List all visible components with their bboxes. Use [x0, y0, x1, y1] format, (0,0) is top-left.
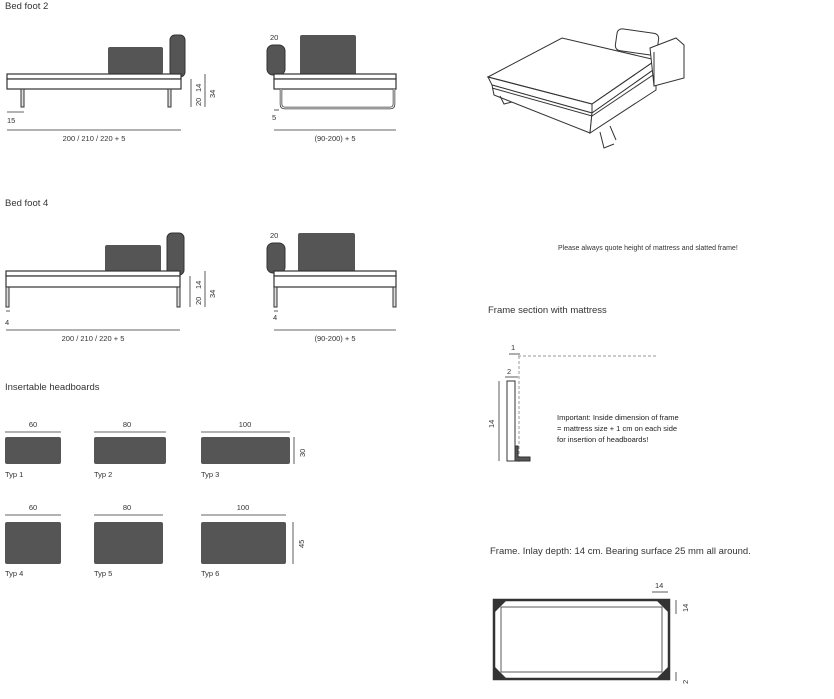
roll-cushion [266, 44, 286, 76]
bed-leg [273, 286, 278, 308]
dim-inlay-bottom: 2 [681, 680, 690, 684]
headboard-row-2: 60 80 100 45 Typ 4 Typ 5 Typ 6 [5, 503, 306, 578]
headboard-typ-6 [201, 522, 286, 564]
dim-pillow: 20 [270, 231, 278, 240]
headboard-typ-3 [201, 437, 290, 464]
svg-text:for insertion of headboards!: for insertion of headboards! [557, 435, 648, 444]
dim-sec2: 2 [507, 367, 511, 376]
dim-h34: 34 [208, 290, 217, 298]
frame-inlay-drawing: 14 14 2 [492, 581, 690, 684]
bed-frame [6, 78, 182, 90]
headboard-width: 60 [29, 503, 37, 512]
svg-text:= mattress size + 1 cm on each: = mattress size + 1 cm on each side [557, 424, 677, 433]
bed-frame [273, 275, 397, 288]
dim-h14: 14 [194, 84, 203, 92]
headboard-type-label: Typ 4 [5, 569, 23, 578]
dim-inlay14: 14 [655, 581, 663, 590]
section-title-bed-foot-2: Bed foot 2 [5, 1, 48, 12]
section-title-frame-inlay: Frame. Inlay depth: 14 cm. Bearing surfa… [490, 546, 751, 557]
headboard-width: 100 [237, 503, 250, 512]
section-title-bed-foot-4: Bed foot 4 [5, 198, 48, 209]
headboard-width: 100 [239, 420, 252, 429]
section-title-headboards: Insertable headboards [5, 382, 100, 393]
mattress-line [273, 73, 397, 80]
bed-leg [167, 88, 172, 108]
bed-leg [5, 286, 10, 308]
dim-pillow: 20 [270, 33, 278, 42]
dim-length: 200 / 210 / 220 + 5 [63, 134, 126, 143]
mattress-line [5, 270, 181, 277]
bed-leg [392, 286, 397, 308]
headboard-width: 60 [29, 420, 37, 429]
section-title-frame-section: Frame section with mattress [488, 305, 607, 316]
headboard-width: 80 [123, 503, 131, 512]
headboard-type-label: Typ 1 [5, 470, 23, 479]
headboard-typ-2 [94, 437, 166, 464]
dim-sec14: 14 [487, 420, 496, 428]
headboard-type-label: Typ 5 [94, 569, 112, 578]
bed-leg [176, 286, 181, 308]
bed-frame [273, 78, 397, 90]
headboard-row-1: 60 80 100 30 Typ 1 Typ 2 Typ 3 [5, 420, 307, 479]
headboard-typ-4 [5, 522, 61, 564]
headboard-typ-5 [94, 522, 163, 564]
dim-length: 200 / 210 / 220 + 5 [62, 334, 125, 343]
dim-width: (90-200) + 5 [314, 334, 355, 343]
roll-cushion [166, 232, 185, 276]
headboard-cushion [105, 245, 161, 272]
mattress-line [273, 270, 397, 277]
roll-cushion [266, 242, 286, 274]
frame-section-drawing: 1 2 14 [487, 343, 658, 462]
headboard-width: 80 [123, 420, 131, 429]
bed-perspective-illustration [486, 28, 685, 149]
dim-h34: 34 [208, 90, 217, 98]
dim-h20: 20 [194, 297, 203, 305]
mattress-line [6, 73, 182, 80]
bed-foot-4-end-view: 20 4 (90-200) + 5 [266, 231, 397, 343]
skid-foot-highlight [280, 89, 395, 109]
bed-foot-4-side-view: 4 200 / 210 / 220 + 5 14 20 34 [5, 232, 217, 343]
dim-width: (90-200) + 5 [314, 134, 355, 143]
dim-sec1: 1 [511, 343, 515, 352]
dim-end-offset: 4 [273, 313, 277, 322]
dim-h14: 14 [194, 281, 203, 289]
headboard-height: 45 [297, 540, 306, 548]
important-note: Important: Inside dimension of frame = m… [557, 413, 679, 444]
dim-end-offset: 5 [272, 113, 276, 122]
headboard-cushion [300, 35, 356, 77]
headboard-cushion [298, 233, 355, 275]
headboard-height: 30 [298, 449, 307, 457]
dim-inlay-side: 14 [681, 604, 690, 612]
bed-foot-2-side-view: 15 200 / 210 / 220 + 5 14 20 34 [6, 34, 217, 143]
headboard-type-label: Typ 6 [201, 569, 219, 578]
headboard-type-label: Typ 3 [201, 470, 219, 479]
bed-foot-2-end-view: 20 5 (90-200) + 5 [266, 33, 397, 143]
headboard-typ-1 [5, 437, 61, 464]
dim-foot-offset: 4 [5, 318, 9, 327]
headboard-type-label: Typ 2 [94, 470, 112, 479]
headboard-cushion [108, 47, 163, 74]
bed-leg [20, 88, 25, 108]
roll-cushion [169, 34, 186, 78]
skid-foot [279, 89, 396, 110]
svg-text:Important: Inside dimension of: Important: Inside dimension of frame [557, 413, 679, 422]
bed-frame [5, 275, 181, 288]
dim-foot-offset: 15 [7, 116, 15, 125]
note-quote-height: Please always quote height of mattress a… [558, 245, 738, 252]
dim-h20: 20 [194, 98, 203, 106]
